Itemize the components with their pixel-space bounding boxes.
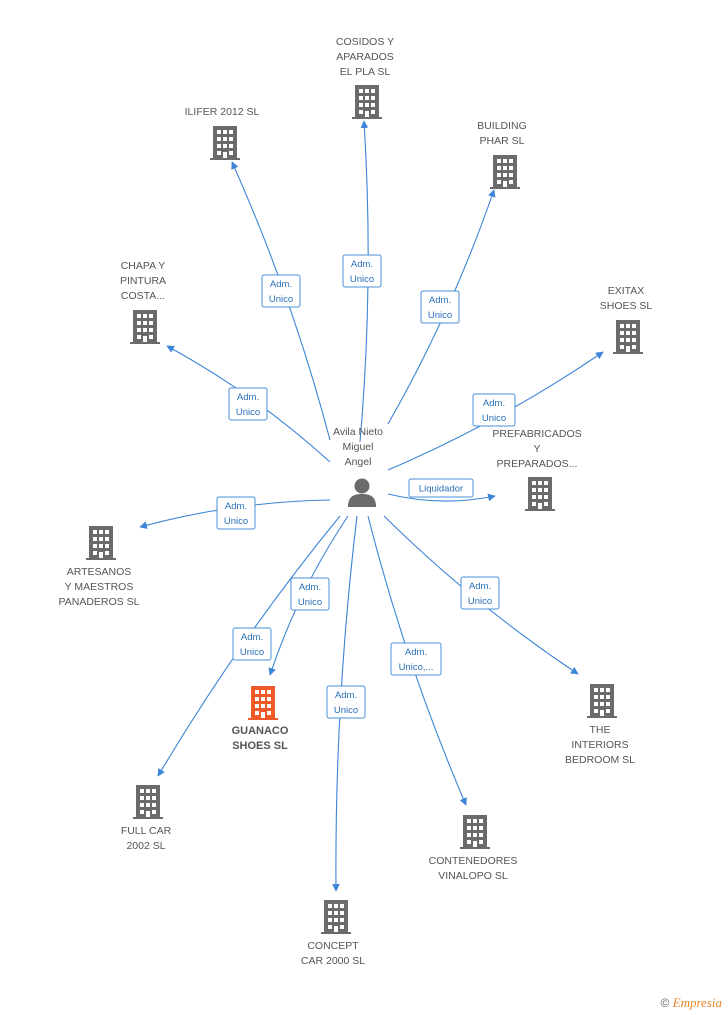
- edge-prefabricados: [387, 493, 496, 502]
- edge-label-box: [290, 577, 330, 611]
- edge-label-box: [460, 576, 500, 610]
- building-icon: [613, 320, 643, 354]
- company-label: ILIFER 2012 SL: [185, 106, 260, 118]
- edge-label-concept[interactable]: Adm.Unico: [326, 685, 366, 719]
- edge-label-box: [228, 387, 268, 421]
- edge-label-prefabricados[interactable]: Liquidador: [408, 478, 474, 498]
- building-icon: [210, 126, 240, 160]
- edge-label-guanaco[interactable]: Adm.Unico: [290, 577, 330, 611]
- building-icon: [133, 785, 163, 819]
- edge-label-text: Adm.Unico,...: [399, 647, 434, 673]
- building-icon: [587, 684, 617, 718]
- building-icon: [352, 85, 382, 119]
- edge-label-text: Adm.Unico: [428, 295, 452, 321]
- edge-label-text: Liquidador: [419, 484, 463, 495]
- building-icon: [86, 526, 116, 560]
- edge-label-text: Adm.Unico: [350, 259, 374, 285]
- company-node-ilifer[interactable]: ILIFER 2012 SL: [185, 106, 260, 160]
- edge-label-text: Adm.Unico: [240, 632, 264, 658]
- edge-label-text: Adm.Unico: [468, 581, 492, 607]
- edge-label-text: Adm.Unico: [269, 279, 293, 305]
- edge-label-building[interactable]: Adm.Unico: [420, 290, 460, 324]
- edge-label-ilifer[interactable]: Adm.Unico: [261, 274, 301, 308]
- edge-label-text: Adm.Unico: [236, 392, 260, 418]
- edge-label-box: [408, 478, 474, 498]
- building-icon: [130, 310, 160, 344]
- edge-label-box: [472, 393, 516, 427]
- edge-label-interiors[interactable]: Adm.Unico: [460, 576, 500, 610]
- brand-logo-text: Empresia: [672, 995, 722, 1010]
- edge-label-exitax[interactable]: Adm.Unico: [472, 393, 516, 427]
- edge-label-box: [390, 642, 442, 676]
- edge-label-box: [232, 627, 272, 661]
- edge-label-text: Adm.Unico: [482, 398, 506, 424]
- edge-label-box: [216, 496, 256, 530]
- building-icon: [525, 477, 555, 511]
- building-icon: [460, 815, 490, 849]
- edge-label-text: Adm.Unico: [334, 690, 358, 716]
- edge-label-box: [326, 685, 366, 719]
- copyright-symbol: ©: [660, 996, 670, 1010]
- edge-label-fullcar[interactable]: Adm.Unico: [232, 627, 272, 661]
- building-icon: [321, 900, 351, 934]
- edge-label-box: [261, 274, 301, 308]
- person-icon: [348, 478, 376, 507]
- edge-label-box: [342, 254, 382, 288]
- footer-brand: © Empresia: [660, 995, 722, 1011]
- edge-label-cosidos[interactable]: Adm.Unico: [342, 254, 382, 288]
- edge-label-text: Adm.Unico: [298, 582, 322, 608]
- edge-label-text: Adm.Unico: [224, 501, 248, 527]
- building-icon: [490, 155, 520, 189]
- edge-label-contenedores[interactable]: Adm.Unico,...: [390, 642, 442, 676]
- edge-label-chapa[interactable]: Adm.Unico: [228, 387, 268, 421]
- building-icon: [248, 686, 278, 720]
- edge-label-artesanos[interactable]: Adm.Unico: [216, 496, 256, 530]
- edge-label-box: [420, 290, 460, 324]
